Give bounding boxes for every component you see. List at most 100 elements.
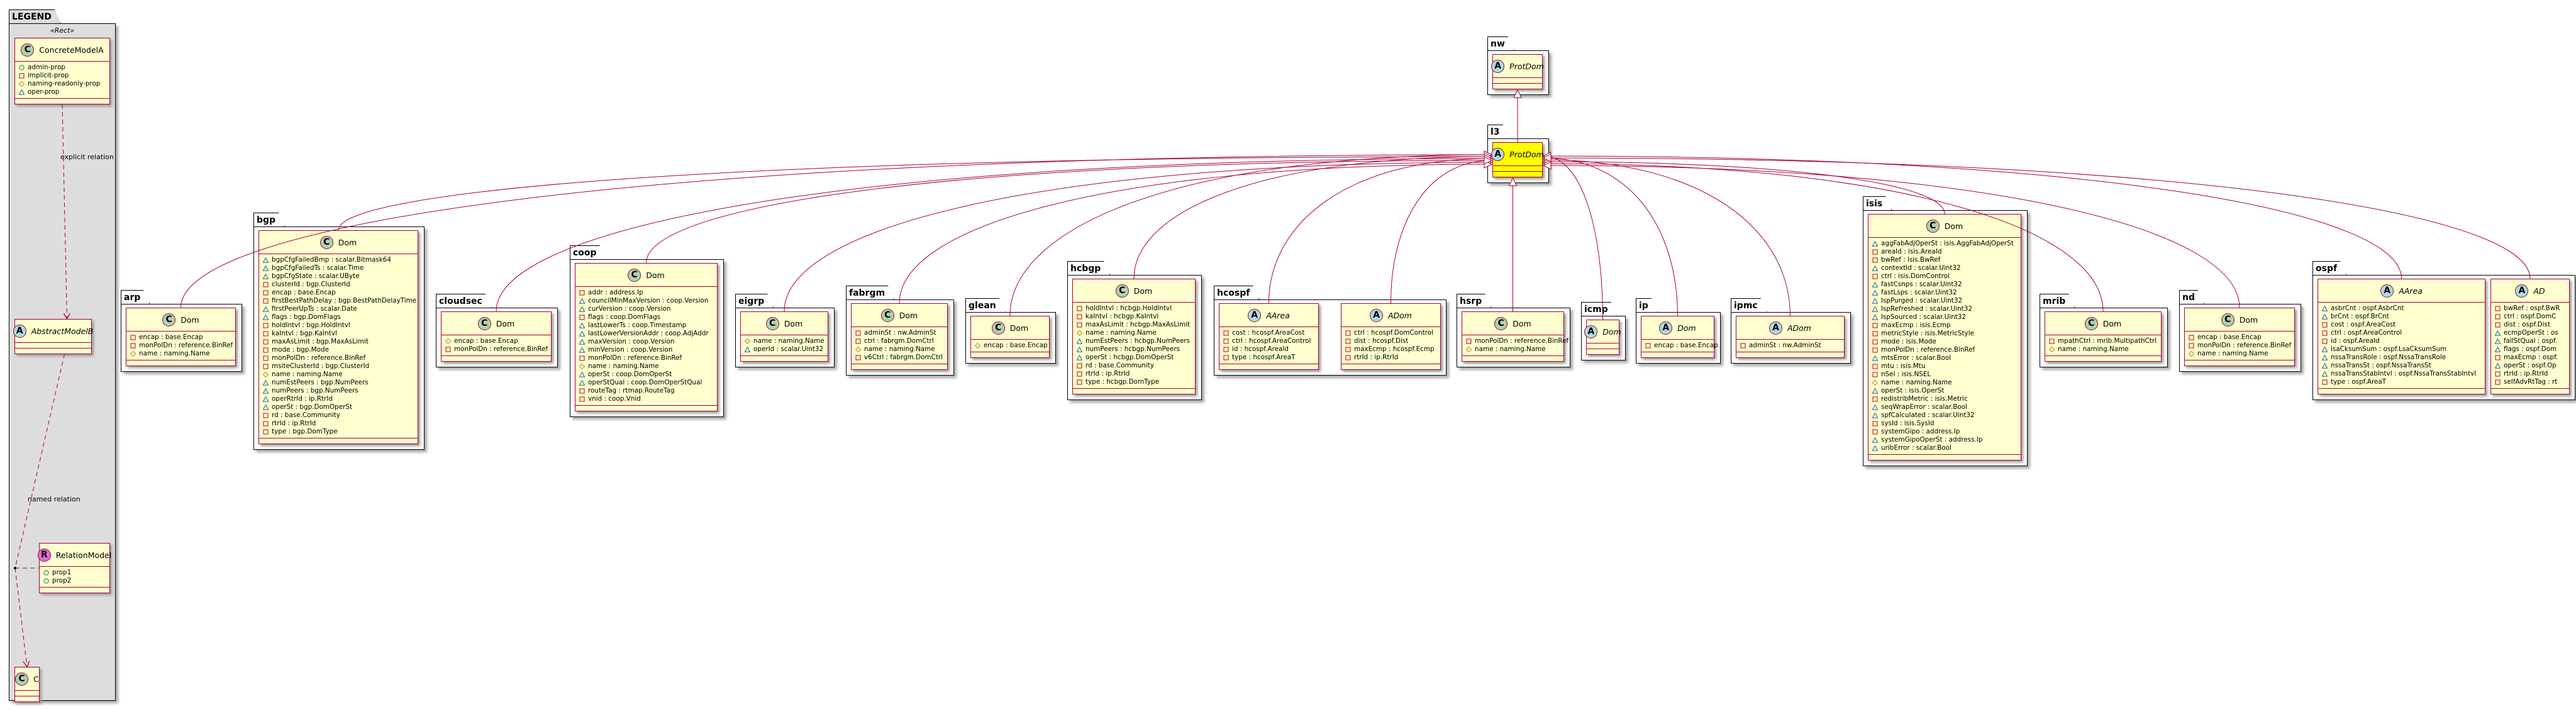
class-name: RelationModel — [55, 550, 112, 560]
attribute-row: cost : hcospf.AreaCost — [1223, 329, 1316, 337]
attribute-text: ctrl : ospf.DomC — [2504, 313, 2557, 320]
attribute-text: bwRef : ospf.BwR — [2504, 304, 2560, 312]
attribute-text: bgpCfgFailedTs : scalar.Time — [272, 264, 364, 272]
attribute-text: cost : ospf.AreaCost — [2331, 321, 2396, 328]
class-methods — [1587, 349, 1619, 354]
attribute-row: ctrl : ospf.AreaControl — [2322, 329, 2482, 337]
attribute-row: implicit-prop — [19, 72, 107, 80]
attribute-row: ctrl : fabrgm.DomCtrl — [855, 337, 945, 345]
attribute-row: name : naming.Name — [744, 337, 825, 345]
attribute-row: nssaTransSt : ospf.NssaTransSt — [2321, 362, 2482, 370]
attribute-text: operSt : isis.OperSt — [1881, 387, 1945, 394]
attribute-text: lastLowerVersionAddr : coop.AdjAddr — [588, 330, 709, 337]
attribute-row: rd : base.Community — [1077, 362, 1192, 370]
class-icon: C — [1926, 219, 1940, 233]
attribute-text: numPeers : hcbgp.NumPeers — [1085, 345, 1180, 353]
class-name: AD — [2533, 286, 2545, 296]
attribute-row: v6Ctrl : fabrgm.DomCtrl — [855, 354, 945, 362]
class-methods — [971, 352, 1049, 357]
package-name: ipmc — [1731, 298, 1767, 312]
class-name: AArea — [1266, 310, 1290, 320]
attribute-row: maxAsLimit : hcbgp.MaxAsLimit — [1077, 321, 1192, 329]
naming-visibility-icon — [579, 363, 586, 370]
implicit-visibility-icon — [2495, 306, 2501, 311]
attribute-text: name : naming.Name — [1475, 345, 1546, 353]
attribute-text: operSt : ospf.Op — [2504, 362, 2557, 369]
implicit-visibility-icon — [1223, 330, 1229, 336]
attribute-row: ecmpOperSt : os — [2494, 329, 2567, 337]
attribute-row: uribError : scalar.Bool — [1872, 444, 2018, 452]
oper-visibility-icon — [1872, 412, 1879, 418]
attribute-row: failStQual : ospf. — [2494, 337, 2567, 345]
package-name: glean — [965, 298, 1006, 312]
attribute-text: operId : scalar.Uint32 — [753, 345, 824, 353]
attribute-row: admin-prop — [19, 64, 107, 72]
attribute-row: name : naming.Name — [1872, 379, 2018, 387]
attribute-text: spfCalculated : scalar.Uint32 — [1881, 411, 1975, 419]
attribute-text: maxAsLimit : hcbgp.MaxAsLimit — [1085, 321, 1191, 328]
oper-visibility-icon — [744, 346, 751, 352]
attribute-row: rtrId : ip.RtrId — [1077, 370, 1192, 378]
class-name: ADom — [1387, 310, 1412, 320]
attribute-row: bgpCfgFailedTs : scalar.Time — [262, 264, 415, 272]
implicit-visibility-icon — [130, 343, 136, 349]
attribute-row: monPolDn : reference.BinRef — [130, 342, 233, 350]
attribute-text: naming-readonly-prop — [28, 80, 101, 87]
attribute-text: adminSt : nw.AdminSt — [864, 329, 936, 337]
class-methods — [40, 588, 109, 593]
attribute-text: encap : base.Encap — [139, 333, 203, 341]
explicit-relation-label: explicit relation — [60, 153, 114, 161]
attribute-text: ctrl : hcospf.AreaControl — [1232, 337, 1311, 345]
naming-visibility-icon — [130, 350, 136, 357]
implicit-visibility-icon — [1077, 363, 1082, 369]
abstract-class-icon: A — [1491, 59, 1505, 73]
implicit-visibility-icon — [1872, 347, 1878, 353]
attribute-text: failStQual : ospf. — [2504, 337, 2558, 345]
package-name: hcbgp — [1067, 261, 1110, 275]
implicit-visibility-icon — [1345, 355, 1351, 360]
attribute-text: fastCsnps : scalar.Uint32 — [1881, 281, 1962, 288]
attribute-row: mode : bgp.Mode — [263, 346, 415, 354]
abstract-class-icon: A — [13, 324, 26, 338]
attribute-row: ctrl : hcospf.DomControl — [1345, 329, 1438, 337]
implicit-visibility-icon — [579, 290, 585, 296]
attribute-text: operStQual : coop.DomOperStQual — [588, 379, 702, 386]
class-methods — [1493, 84, 1542, 89]
admin-visibility-icon — [19, 65, 25, 70]
class-attributes: encap : base.Encap — [971, 340, 1049, 352]
class-icon: C — [15, 672, 29, 686]
legend-stereotype: «Rect» — [50, 26, 75, 35]
attribute-text: monPolDn : reference.BinRef — [139, 342, 233, 349]
oper-visibility-icon — [262, 379, 269, 386]
named-relation-label: named relation — [28, 495, 80, 503]
abstract-class-icon: A — [1369, 308, 1383, 322]
attribute-text: id : ospf.AreaId — [2331, 337, 2380, 345]
class-icon: C — [628, 268, 641, 282]
class-header: A ADom — [1341, 304, 1440, 327]
oper-visibility-icon — [1872, 289, 1879, 296]
attribute-row: nssaTransStabIntvl : ospf.NssaTransStabI… — [2321, 370, 2482, 378]
implicit-visibility-icon — [1872, 323, 1878, 328]
attribute-text: rd : base.Community — [272, 411, 340, 419]
attribute-row: fastLsps : scalar.Uint32 — [1872, 289, 2018, 297]
implicit-visibility-icon — [445, 347, 451, 352]
implicit-visibility-icon — [1223, 347, 1229, 352]
attribute-text: ctrl : ospf.AreaControl — [2331, 329, 2402, 337]
attribute-row: sysId : isis.SysId — [1872, 420, 2018, 428]
naming-visibility-icon — [855, 346, 862, 353]
class-methods — [126, 360, 235, 366]
